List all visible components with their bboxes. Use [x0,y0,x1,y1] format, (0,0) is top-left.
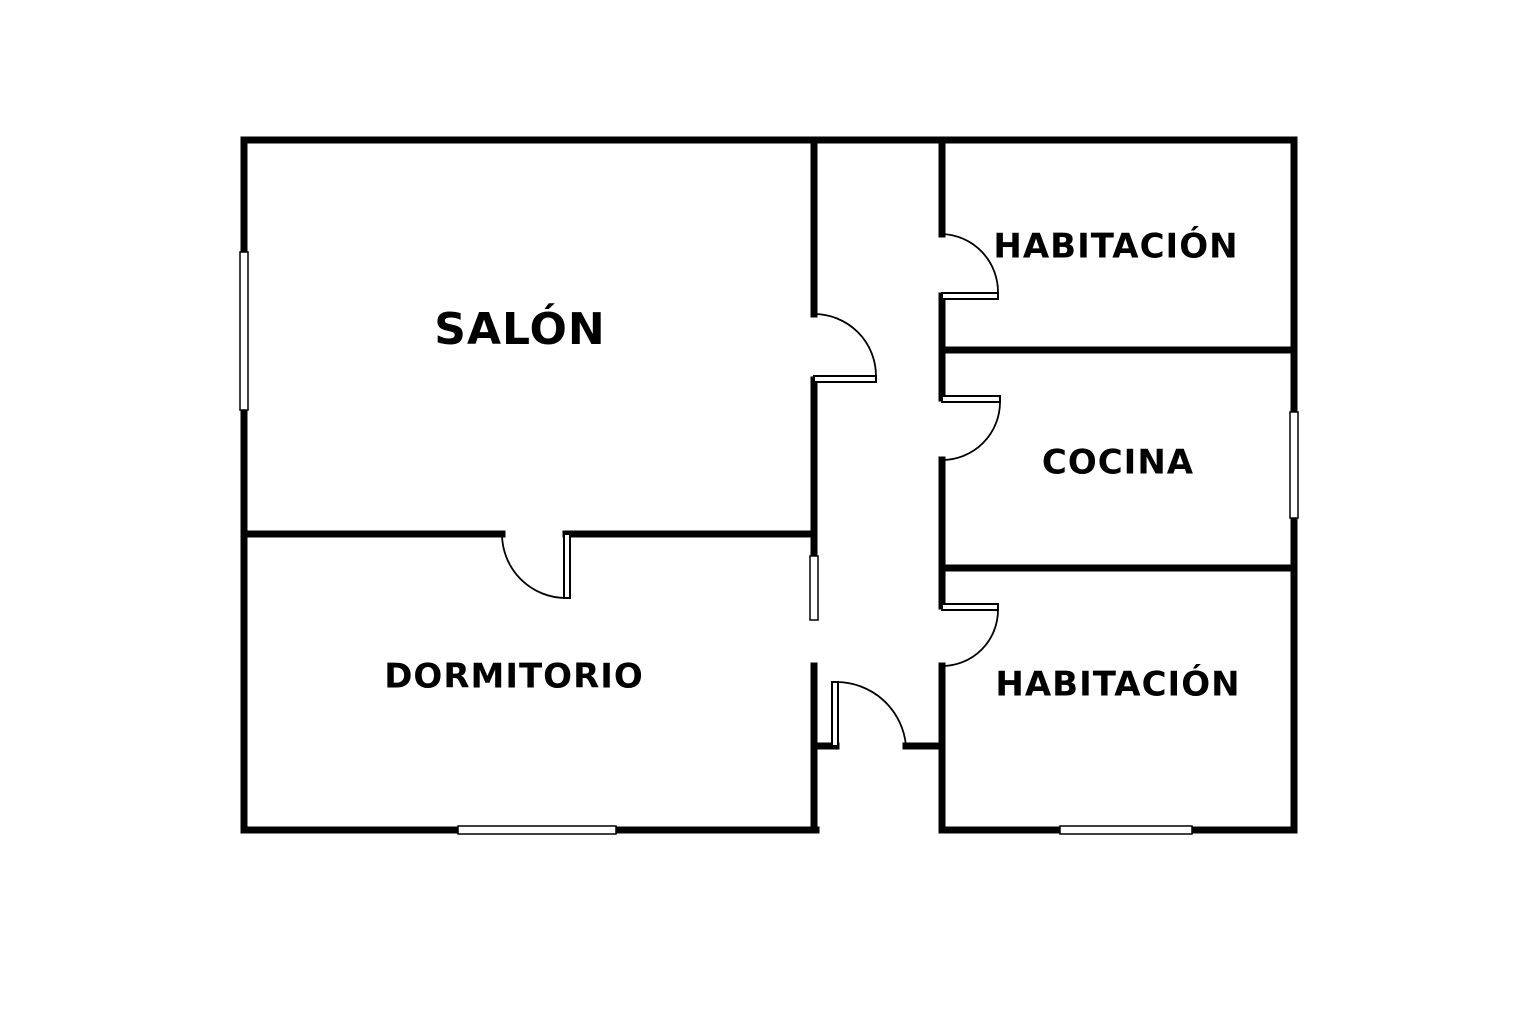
window-salon [239,251,249,411]
window-dormitorio [457,825,617,835]
doors [501,233,1001,747]
room-label-habitacion-top: HABITACIÓN [993,226,1238,267]
room-labels: SALÓN HABITACIÓN COCINA DORMITORIO HABIT… [384,226,1240,705]
interior-walls [240,136,1298,834]
door-habitacion-bottom [941,603,999,667]
room-label-cocina: COCINA [1042,443,1194,483]
door-habitacion-top [941,233,999,300]
window-habitacion-bottom [1059,825,1193,835]
outer-walls [240,136,1298,834]
windows [239,251,1299,835]
window-cocina [1289,411,1299,519]
door-salon [813,313,877,383]
room-label-dormitorio: DORMITORIO [384,657,644,697]
room-label-habitacion-bottom: HABITACIÓN [995,664,1240,705]
door-cocina [941,395,1001,461]
window-corridor-pane [809,555,819,621]
door-entrance [831,681,907,747]
door-dormitorio-top [501,533,571,599]
room-label-salon: SALÓN [434,302,605,355]
